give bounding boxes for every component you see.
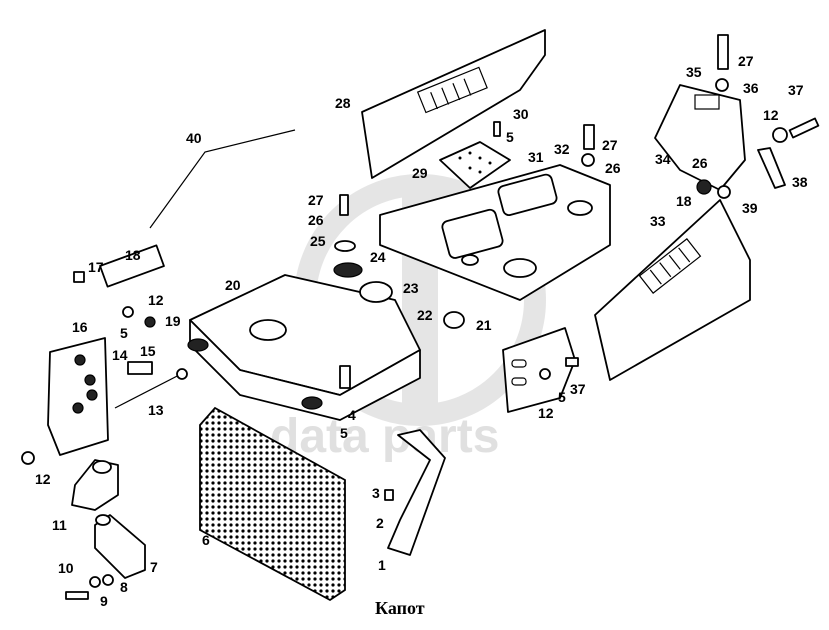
part-label-3: 3 <box>372 485 380 501</box>
part-label-10: 10 <box>58 560 74 576</box>
part-label-6: 6 <box>202 532 210 548</box>
part-label-5b: 5 <box>120 325 128 341</box>
part-label-14: 14 <box>112 347 128 363</box>
part-label-26c: 26 <box>692 155 708 171</box>
bracket-1 <box>387 429 446 556</box>
side-panel-28 <box>361 29 546 179</box>
hinge-11 <box>71 459 119 511</box>
part-label-11: 11 <box>52 517 67 533</box>
part-label-2: 2 <box>376 515 384 531</box>
part-label-26b: 26 <box>605 160 621 176</box>
part-label-34: 34 <box>655 151 671 167</box>
part-label-27b: 27 <box>602 137 618 153</box>
radiator-grille-6 <box>199 406 346 602</box>
part-label-24: 24 <box>370 249 386 265</box>
rod-13 <box>114 371 186 409</box>
part-label-37a: 37 <box>788 82 804 98</box>
part-label-36: 36 <box>743 80 759 96</box>
part-label-31: 31 <box>528 149 544 165</box>
bracket-21 <box>502 327 576 413</box>
part-label-4: 4 <box>348 407 356 423</box>
part-label-12c: 12 <box>538 405 554 421</box>
bracket-35 <box>654 84 746 191</box>
part-label-33: 33 <box>650 213 666 229</box>
part-label-37b: 37 <box>570 381 586 397</box>
part-label-1: 1 <box>378 557 386 573</box>
side-panel-33 <box>594 199 751 381</box>
top-plate-31 <box>379 164 611 301</box>
rod-13-head <box>176 368 188 380</box>
part-label-25: 25 <box>310 233 326 249</box>
part-label-12b: 12 <box>148 292 164 308</box>
part-label-23: 23 <box>403 280 419 296</box>
hardware <box>21 34 820 600</box>
hinge-7 <box>94 514 146 579</box>
leader-40 <box>149 129 296 229</box>
part-label-8: 8 <box>120 579 128 595</box>
part-label-7: 7 <box>150 559 158 575</box>
part-label-13: 13 <box>148 402 164 418</box>
part-label-15: 15 <box>140 343 156 359</box>
part-label-19: 19 <box>165 313 181 329</box>
bracket-16 <box>47 337 109 456</box>
part-label-30: 30 <box>513 106 529 122</box>
part-label-35: 35 <box>686 64 702 80</box>
part-label-17: 17 <box>88 259 104 275</box>
part-label-12a: 12 <box>35 471 51 487</box>
part-label-32: 32 <box>554 141 570 157</box>
cover-plate-29 <box>439 141 511 189</box>
part-label-5d: 5 <box>506 129 514 145</box>
part-label-40: 40 <box>186 130 202 146</box>
diagram-caption: Капот <box>375 598 425 618</box>
part-label-26a: 26 <box>308 212 324 228</box>
part-label-5a: 5 <box>340 425 348 441</box>
hood-body-20 <box>187 274 421 421</box>
part-label-38: 38 <box>792 174 808 190</box>
part-label-18a: 18 <box>125 247 141 263</box>
part-label-27c: 27 <box>738 53 754 69</box>
part-label-22: 22 <box>417 307 433 323</box>
part-label-27a: 27 <box>308 192 324 208</box>
part-label-20: 20 <box>225 277 241 293</box>
part-label-12d: 12 <box>763 107 779 123</box>
watermark-text: data parts <box>270 410 499 463</box>
part-label-5c: 5 <box>558 389 566 405</box>
part-label-29: 29 <box>412 165 428 181</box>
part-label-9: 9 <box>100 593 108 609</box>
part-label-16: 16 <box>72 319 88 335</box>
part-label-28: 28 <box>335 95 351 111</box>
part-label-18b: 18 <box>676 193 692 209</box>
part-label-39: 39 <box>742 200 758 216</box>
part-label-21: 21 <box>476 317 492 333</box>
